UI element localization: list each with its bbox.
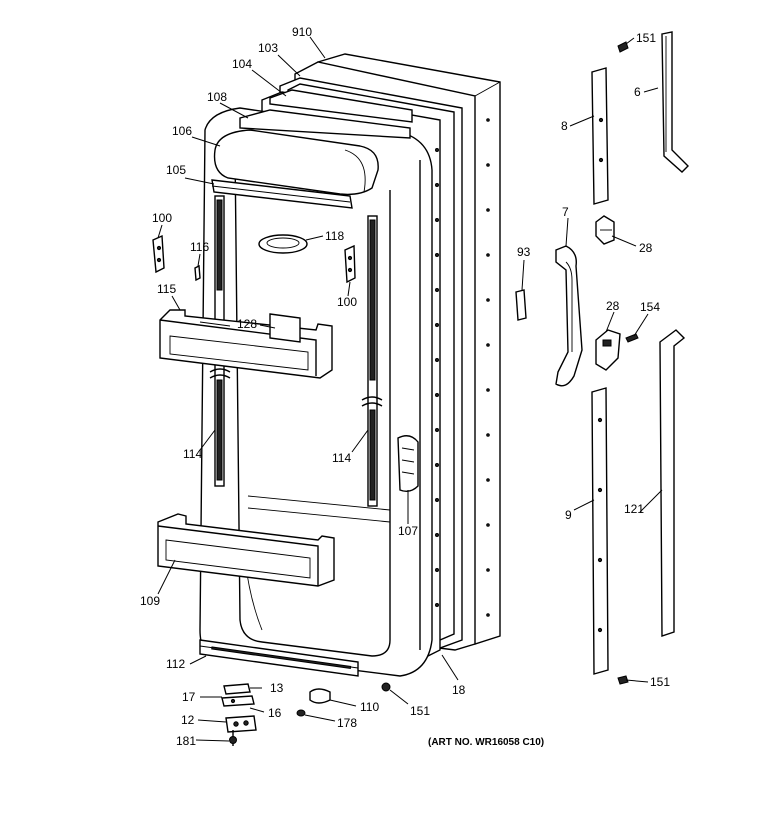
callout-114-right: 114	[332, 451, 351, 465]
callout-910: 910	[292, 25, 312, 39]
callout-178: 178	[337, 716, 357, 730]
screw-154	[625, 333, 639, 343]
leader-lines	[157, 36, 663, 742]
callout-labels: 910 103 104 108 106 105 100 116 118 100 …	[140, 25, 670, 748]
panel-edge-holes	[486, 118, 490, 617]
callout-93: 93	[517, 245, 531, 259]
fastener-plug	[381, 682, 391, 692]
callout-9: 9	[565, 508, 572, 522]
callout-100-left: 100	[152, 211, 172, 225]
callout-106: 106	[172, 124, 192, 138]
callout-116: 116	[190, 240, 209, 254]
fastener-top	[617, 41, 629, 53]
shelf-bracket-left	[152, 234, 165, 274]
callout-104: 104	[232, 57, 252, 71]
hinge-pin	[223, 683, 251, 695]
callout-18: 18	[452, 683, 466, 697]
callout-128: 128	[237, 317, 257, 331]
callout-16: 16	[268, 706, 282, 720]
callout-154: 154	[640, 300, 660, 314]
callout-6: 6	[634, 85, 641, 99]
callout-8: 8	[561, 119, 568, 133]
hinge-shim	[225, 715, 257, 733]
cam	[309, 688, 331, 704]
handle-mount-lower	[591, 387, 609, 675]
vertical-trim	[397, 435, 419, 493]
handle-mount-upper	[591, 67, 609, 205]
door-bin-upper	[159, 309, 333, 379]
callout-151-bottom: 151	[410, 704, 430, 718]
screw	[229, 730, 237, 746]
callout-110: 110	[360, 700, 379, 714]
mullion-clip	[515, 289, 527, 321]
callout-121: 121	[624, 502, 644, 516]
callout-28-upper: 28	[639, 241, 653, 255]
callout-109: 109	[140, 594, 160, 608]
callout-151-top: 151	[636, 31, 656, 45]
callout-107: 107	[398, 524, 418, 538]
shelf-rail-right	[361, 215, 383, 507]
callout-103: 103	[258, 41, 278, 55]
bottom-trim-slots	[211, 646, 352, 670]
handle-trim-lower	[659, 329, 686, 637]
handle-bracket-upper	[595, 215, 615, 245]
door-handle	[555, 245, 583, 387]
hinge-bracket	[221, 695, 255, 707]
callout-7: 7	[562, 205, 569, 219]
callout-181: 181	[176, 734, 196, 748]
callout-115: 115	[157, 282, 176, 296]
top-trim	[239, 89, 413, 139]
dairy-door	[213, 129, 379, 196]
callout-12: 12	[181, 713, 195, 727]
clip	[194, 264, 201, 282]
fastener-bottom	[617, 675, 629, 685]
callout-105: 105	[166, 163, 186, 177]
shelf-bracket-right	[344, 244, 356, 284]
callout-108: 108	[207, 90, 227, 104]
callout-28-lower: 28	[606, 299, 620, 313]
callout-151-right: 151	[650, 675, 670, 689]
liner-edge-holes	[435, 148, 439, 607]
washer	[296, 709, 306, 717]
handle-trim-top	[661, 31, 689, 173]
oval-cap	[258, 234, 308, 254]
callout-118: 118	[325, 229, 344, 243]
callout-17: 17	[182, 690, 196, 704]
dairy-shelf	[211, 179, 353, 209]
callout-100-right: 100	[337, 295, 357, 309]
callout-13: 13	[270, 681, 284, 695]
art-number-caption: (ART NO. WR16058 C10)	[428, 737, 544, 748]
door-bin-lower	[157, 513, 335, 587]
bottom-trim	[199, 639, 359, 677]
callout-112: 112	[166, 657, 185, 671]
handle-bracket-lower	[595, 329, 621, 371]
callout-114-left: 114	[183, 447, 202, 461]
